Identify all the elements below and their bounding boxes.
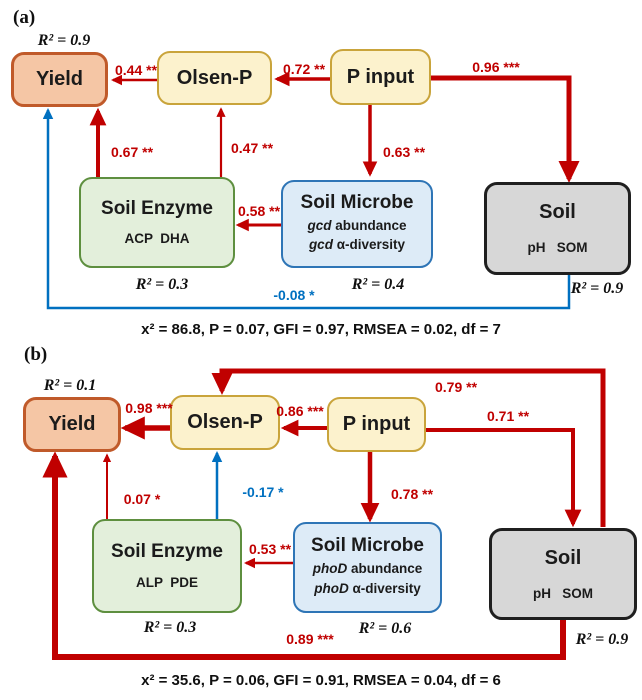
panel-a-soil-microbe-box: Soil Microbe gcd abundance gcd α-diversi…	[281, 180, 433, 268]
coef-pinput-to-olsenp: 0.86 ***	[276, 403, 324, 419]
coef-enzyme-to-olsenp: 0.47 **	[230, 140, 274, 156]
microbe-variable-1: gcd abundance	[307, 217, 407, 233]
enzyme-variables: ACP DHA	[124, 231, 190, 247]
box-title: Olsen-P	[176, 66, 253, 89]
box-title: P input	[346, 65, 415, 88]
panel-a-yield-r2: R² = 0.9	[37, 32, 91, 49]
coef-pinput-to-microbe: 0.63 **	[382, 144, 426, 160]
box-title: Soil	[539, 201, 576, 223]
panel-b-enzyme-r2: R² = 0.3	[143, 619, 197, 636]
box-title: P input	[342, 413, 411, 435]
box-title: Soil Enzyme	[111, 541, 223, 563]
panel-b-path-pinput-to-soil	[425, 428, 582, 528]
panel-a-enzyme-r2: R² = 0.3	[135, 276, 189, 293]
box-title: Soil	[544, 546, 582, 569]
coef-microbe-to-enzyme: 0.53 **	[248, 541, 292, 557]
gene-name: phoD	[314, 580, 349, 596]
coef-enzyme-to-yield: 0.67 **	[110, 144, 154, 160]
coef-olsenp-to-yield: 0.44 **	[114, 62, 158, 78]
panel-b-soil-microbe-box: Soil Microbe phoD abundance phoD α-diver…	[293, 522, 442, 613]
gene-name: gcd	[308, 237, 333, 253]
coef-olsenp-to-yield: 0.98 ***	[125, 400, 173, 416]
panel-a-soil-enzyme-box: Soil Enzyme ACP DHA	[79, 177, 235, 268]
panel-a-fit-statistics: x² = 86.8, P = 0.07, GFI = 0.97, RMSEA =…	[141, 321, 501, 338]
coef-enzyme-to-yield: 0.07 *	[123, 491, 161, 507]
panel-a-soil-r2: R² = 0.9	[570, 280, 624, 297]
microbe-variable-1: phoD abundance	[312, 561, 423, 577]
panel-a-pinput-box: P input	[330, 49, 431, 105]
microbe-variable-2: gcd α-diversity	[308, 237, 406, 253]
soil-variables: pH SOM	[527, 240, 588, 255]
panel-b-fit-statistics: x² = 35.6, P = 0.06, GFI = 0.91, RMSEA =…	[141, 672, 501, 689]
panel-b-pinput-box: P input	[327, 397, 426, 452]
coef-microbe-to-enzyme: 0.58 **	[237, 203, 281, 219]
coef-pinput-to-olsenp: 0.72 **	[282, 61, 326, 77]
panel-b-soil-enzyme-box: Soil Enzyme ALP PDE	[92, 519, 242, 613]
panel-a-tag: (a)	[13, 7, 36, 28]
coef-soil-to-yield: 0.89 ***	[286, 631, 334, 647]
panel-b-olsenp-box: Olsen-P	[170, 395, 280, 450]
enzyme-variables: ALP PDE	[135, 574, 198, 590]
microbe-variable-2: phoD α-diversity	[314, 580, 421, 596]
coef-enzyme-to-olsenp: -0.17 *	[242, 484, 284, 500]
box-title: Soil Microbe	[311, 535, 424, 557]
coef-pinput-to-soil: 0.96 ***	[472, 59, 520, 75]
panel-a-yield-box: Yield	[11, 52, 108, 107]
gene-name: phoD	[312, 561, 348, 577]
coef-pinput-to-microbe: 0.78 **	[390, 486, 434, 502]
panel-a-path-pinput-to-soil	[431, 75, 580, 184]
panel-b-yield-r2: R² = 0.1	[43, 377, 97, 394]
panel-b-soil-box: Soil pH SOM	[489, 528, 637, 620]
panel-b-tag: (b)	[24, 344, 48, 365]
panel-a-microbe-r2: R² = 0.4	[351, 276, 405, 293]
panel-a-soil-box: Soil pH SOM	[484, 182, 631, 275]
coef-soil-to-yield: -0.08 *	[273, 287, 315, 303]
panel-a-olsenp-box: Olsen-P	[157, 51, 272, 105]
coef-soil-to-olsenp: 0.79 **	[434, 379, 478, 395]
box-title: Olsen-P	[187, 411, 263, 433]
panel-b-yield-box: Yield	[23, 397, 121, 452]
gene-name: gcd	[307, 217, 332, 233]
box-title: Soil Enzyme	[101, 197, 213, 219]
box-title: Soil Microbe	[300, 191, 414, 213]
panel-b-soil-r2: R² = 0.9	[575, 631, 629, 648]
box-title: Yield	[48, 413, 96, 435]
box-title: Yield	[35, 68, 84, 90]
panel-b-microbe-r2: R² = 0.6	[358, 620, 412, 637]
soil-variables: pH SOM	[533, 585, 593, 601]
coef-pinput-to-soil: 0.71 **	[486, 408, 530, 424]
